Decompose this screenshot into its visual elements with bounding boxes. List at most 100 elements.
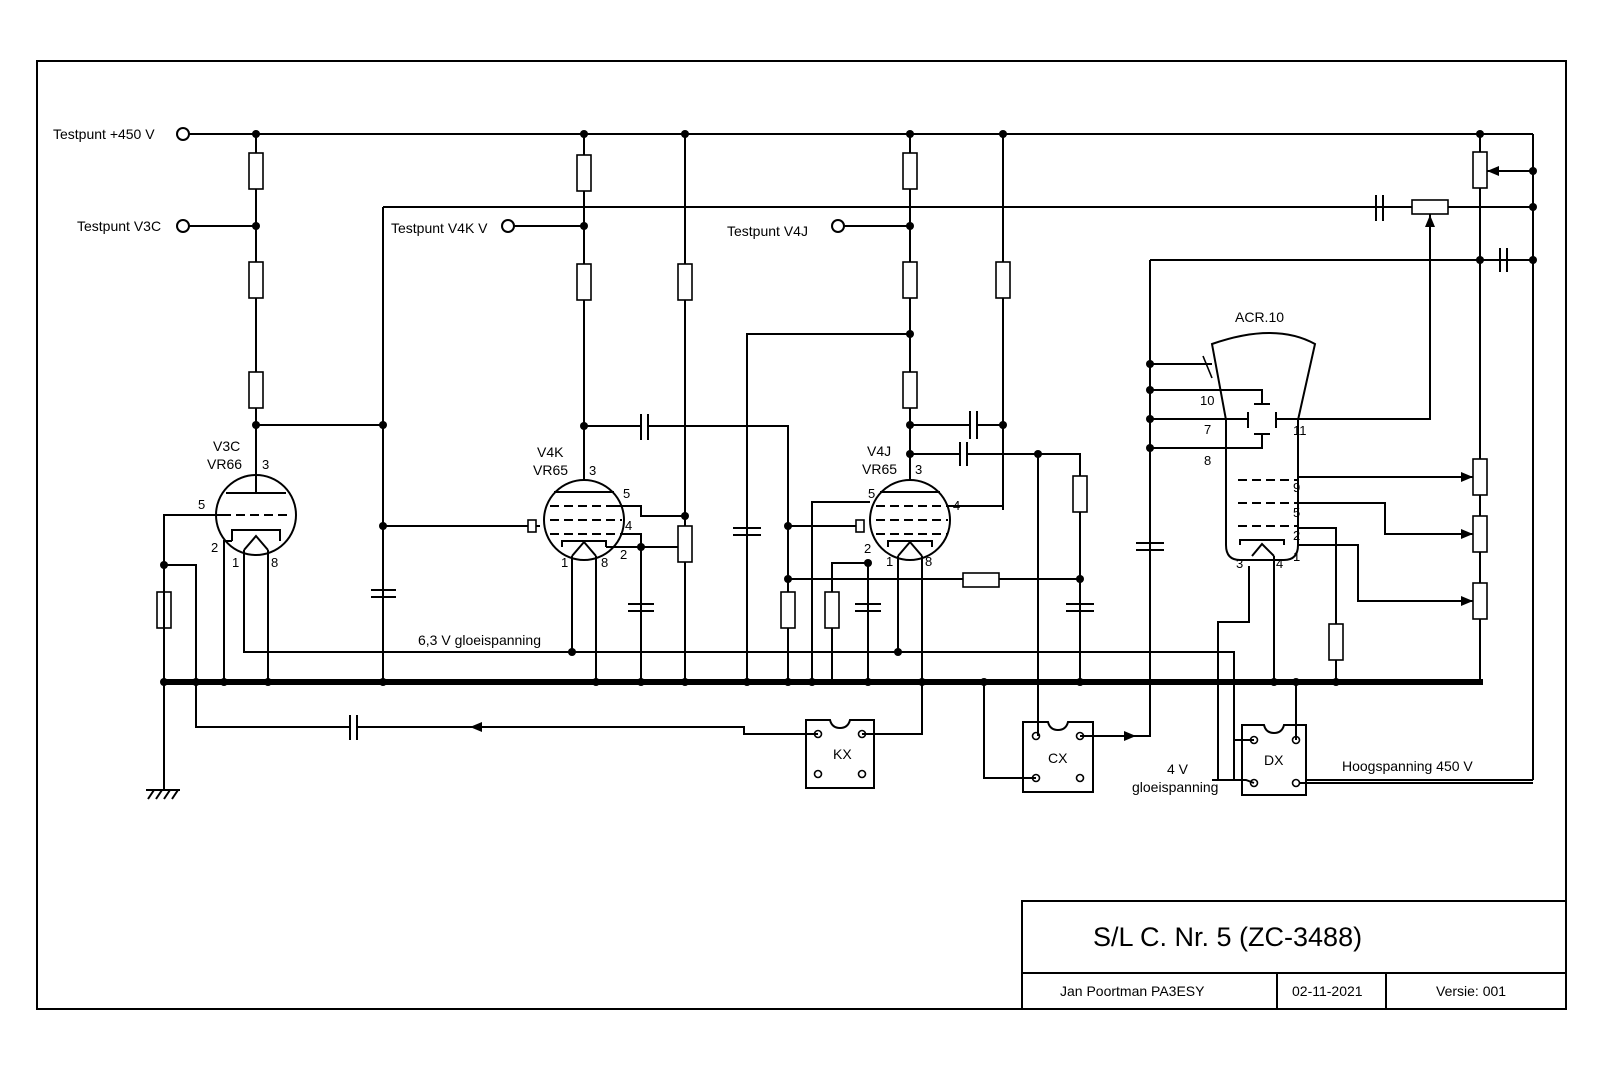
- junction-dot: [1529, 203, 1537, 211]
- dx-connector: [1212, 566, 1533, 796]
- drawing-frame: [36, 60, 1567, 1010]
- v4j-tube: [855, 479, 1003, 682]
- junction-dot: [580, 130, 588, 138]
- hv-rail: [176, 127, 1534, 781]
- crt-pin-4: 4: [1276, 556, 1283, 571]
- junction-dot: [918, 678, 926, 686]
- junction-dot: [592, 678, 600, 686]
- testpoint-450-label: Testpunt +450 V: [53, 126, 155, 142]
- junction-dot: [1076, 678, 1084, 686]
- title-block: S/L C. Nr. 5 (ZC-3488) Jan Poortman PA3E…: [1021, 900, 1567, 1010]
- v4j-pin-4: 4: [953, 498, 960, 513]
- crt-pin-3: 3: [1236, 556, 1243, 571]
- junction-dot: [580, 222, 588, 230]
- junction-dot: [1146, 415, 1154, 423]
- v4k-pin-2: 2: [620, 547, 627, 562]
- junction-dot: [1146, 360, 1154, 368]
- junction-dot: [784, 522, 792, 530]
- junction-dot: [784, 575, 792, 583]
- junction-dot: [1076, 575, 1084, 583]
- junction-dot: [160, 561, 168, 569]
- junction-dot: [894, 648, 902, 656]
- crt-pin-11: 11: [1293, 423, 1307, 438]
- junction-dot: [252, 130, 260, 138]
- v4k-name: V4K: [537, 444, 564, 460]
- junction-dot: [1332, 678, 1340, 686]
- junction-dot: [681, 678, 689, 686]
- crt-pin-8: 8: [1204, 453, 1211, 468]
- crt-pin-10: 10: [1200, 393, 1214, 408]
- junction-dot: [980, 678, 988, 686]
- pin-numbers: 3 5 2 1 8 3 5 4 2 1 8 3 5 4 2 1 8 10 7 8…: [198, 393, 1307, 571]
- junction-dot: [1146, 444, 1154, 452]
- v3c-pin-3: 3: [262, 457, 269, 472]
- junction-dots: [160, 130, 1537, 686]
- junction-dot: [906, 330, 914, 338]
- junction-dot: [637, 678, 645, 686]
- junction-dot: [379, 522, 387, 530]
- drawing-title: S/L C. Nr. 5 (ZC-3488): [1093, 922, 1362, 952]
- v3c-pin-2: 2: [211, 540, 218, 555]
- v4j-pin-8: 8: [925, 554, 932, 569]
- junction-dot: [252, 222, 260, 230]
- dx-label: DX: [1264, 752, 1284, 768]
- v4j-pin-3: 3: [915, 462, 922, 477]
- v3c-pin-8: 8: [271, 555, 278, 570]
- cx-connector: [983, 454, 1151, 793]
- cx-label: CX: [1048, 750, 1068, 766]
- junction-dot: [1292, 678, 1300, 686]
- v4j-type: VR65: [862, 461, 897, 477]
- crt-pin-9: 9: [1293, 480, 1300, 495]
- crt-pin-2: 2: [1293, 528, 1300, 543]
- v3c-divider: [176, 134, 1533, 682]
- junction-dot: [1529, 167, 1537, 175]
- junction-dot: [1476, 256, 1484, 264]
- v4k-pin-3: 3: [589, 463, 596, 478]
- junction-dot: [379, 421, 387, 429]
- junction-dot: [568, 648, 576, 656]
- junction-dot: [1529, 256, 1537, 264]
- filament-63v-label: 6,3 V gloeispanning: [418, 632, 541, 648]
- junction-dot: [999, 130, 1007, 138]
- coupling-network: [733, 333, 1080, 682]
- drawing-date: 02-11-2021: [1292, 983, 1363, 999]
- junction-dot: [906, 450, 914, 458]
- crt-label: ACR.10: [1235, 309, 1284, 325]
- junction-dot: [264, 678, 272, 686]
- crt-pin-7: 7: [1204, 422, 1211, 437]
- junction-dot: [1146, 386, 1154, 394]
- v4j-pin-1: 1: [886, 554, 893, 569]
- junction-dot: [743, 678, 751, 686]
- junction-dot: [192, 678, 200, 686]
- junction-dot: [1270, 678, 1278, 686]
- kx-connector: [196, 682, 923, 789]
- v4k-pin-4: 4: [625, 518, 632, 533]
- junction-dot: [160, 678, 168, 686]
- testpoint-v4j-label: Testpunt V4J: [727, 223, 808, 239]
- v4k-pin-1: 1: [561, 555, 568, 570]
- v4k-type: VR65: [533, 462, 568, 478]
- filament-4v-label-line2: gloeispanning: [1132, 779, 1218, 795]
- testpoint-v3c-label: Testpunt V3C: [77, 218, 161, 234]
- v4j-pin-2: 2: [864, 541, 871, 556]
- v4k-branch: [501, 134, 789, 682]
- hv-label: Hoogspanning 450 V: [1342, 758, 1473, 774]
- junction-dot: [864, 559, 872, 567]
- v3c-name: V3C: [213, 438, 240, 454]
- junction-dot: [1476, 130, 1484, 138]
- drawing-version: Versie: 001: [1436, 983, 1506, 999]
- v4j-pin-5: 5: [868, 486, 875, 501]
- testpoint-v4k-label: Testpunt V4K V: [391, 220, 488, 236]
- junction-dot: [784, 678, 792, 686]
- crt-pin-5: 5: [1293, 505, 1300, 520]
- v4j-branch: [831, 134, 1094, 780]
- junction-dot: [681, 130, 689, 138]
- junction-dot: [252, 421, 260, 429]
- v3c-type: VR66: [207, 456, 242, 472]
- junction-dot: [999, 421, 1007, 429]
- junction-dot: [864, 678, 872, 686]
- junction-dot: [906, 222, 914, 230]
- v3c-pin-1: 1: [232, 555, 239, 570]
- junction-dot: [1034, 450, 1042, 458]
- junction-dot: [906, 130, 914, 138]
